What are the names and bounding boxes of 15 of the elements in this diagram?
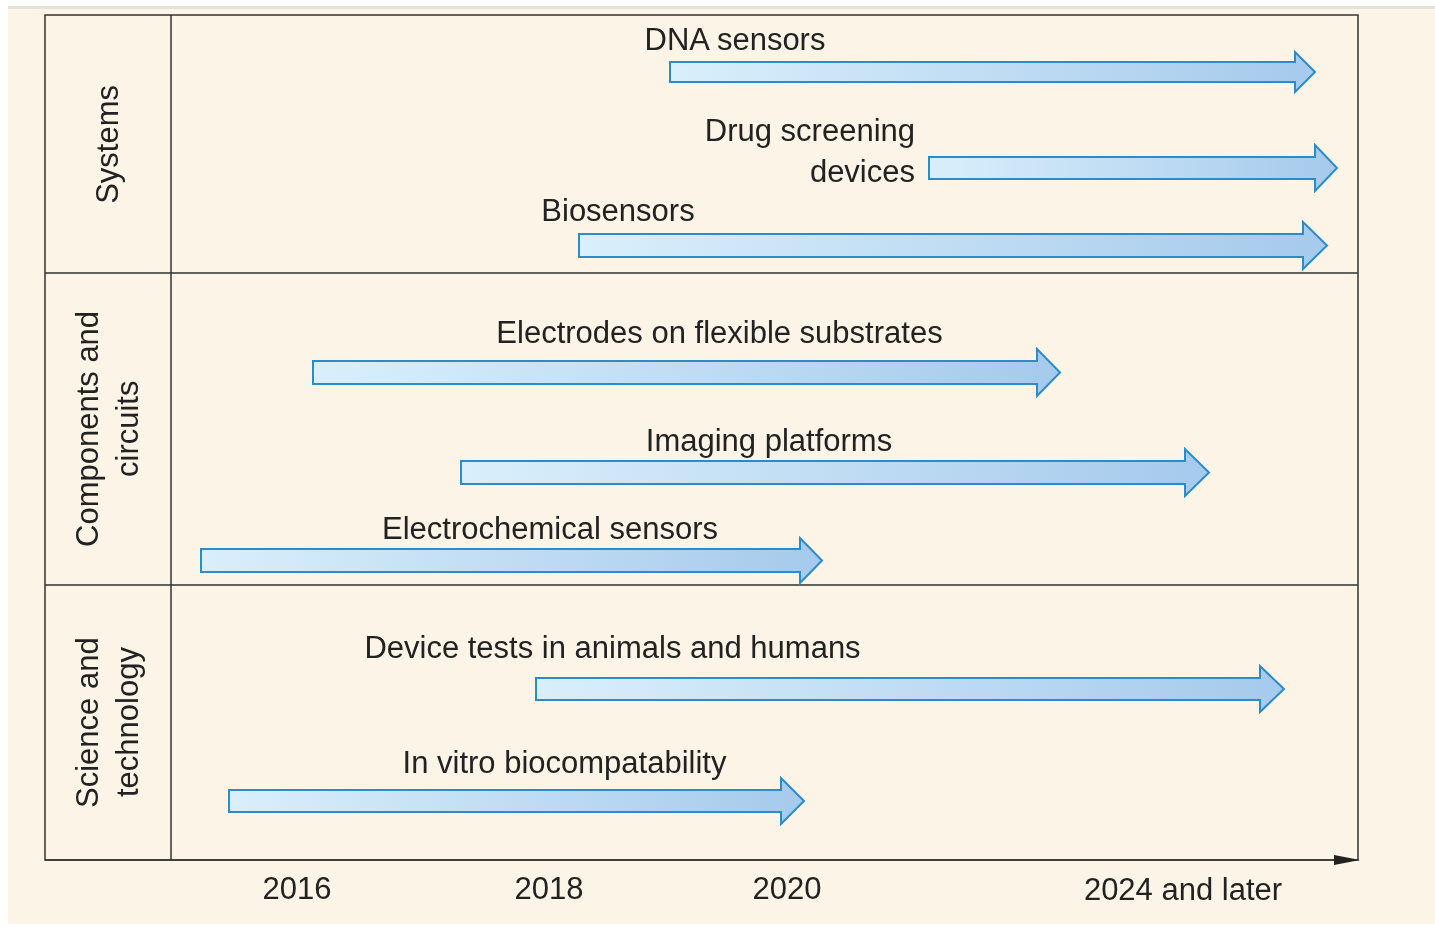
arrow-label: In vitro biocompatability (401, 744, 728, 782)
arrow-label: Electrodes on flexible substrates (495, 314, 944, 352)
arrow-label: Drug screening devices (703, 112, 915, 191)
arrow-label: DNA sensors (643, 21, 827, 59)
year-label: 2018 (513, 870, 585, 908)
year-label: 2024 and later (1082, 871, 1284, 909)
row-label: Systems (89, 84, 126, 204)
row-label: Science and technology (69, 636, 146, 810)
arrow-label: Imaging platforms (644, 422, 894, 460)
year-label: 2016 (261, 870, 333, 908)
year-label: 2020 (751, 870, 823, 908)
row-label: Components and circuits (69, 309, 146, 550)
arrow-label: Biosensors (540, 192, 696, 230)
arrow-label: Device tests in animals and humans (363, 629, 862, 667)
arrow-label: Electrochemical sensors (381, 510, 719, 548)
